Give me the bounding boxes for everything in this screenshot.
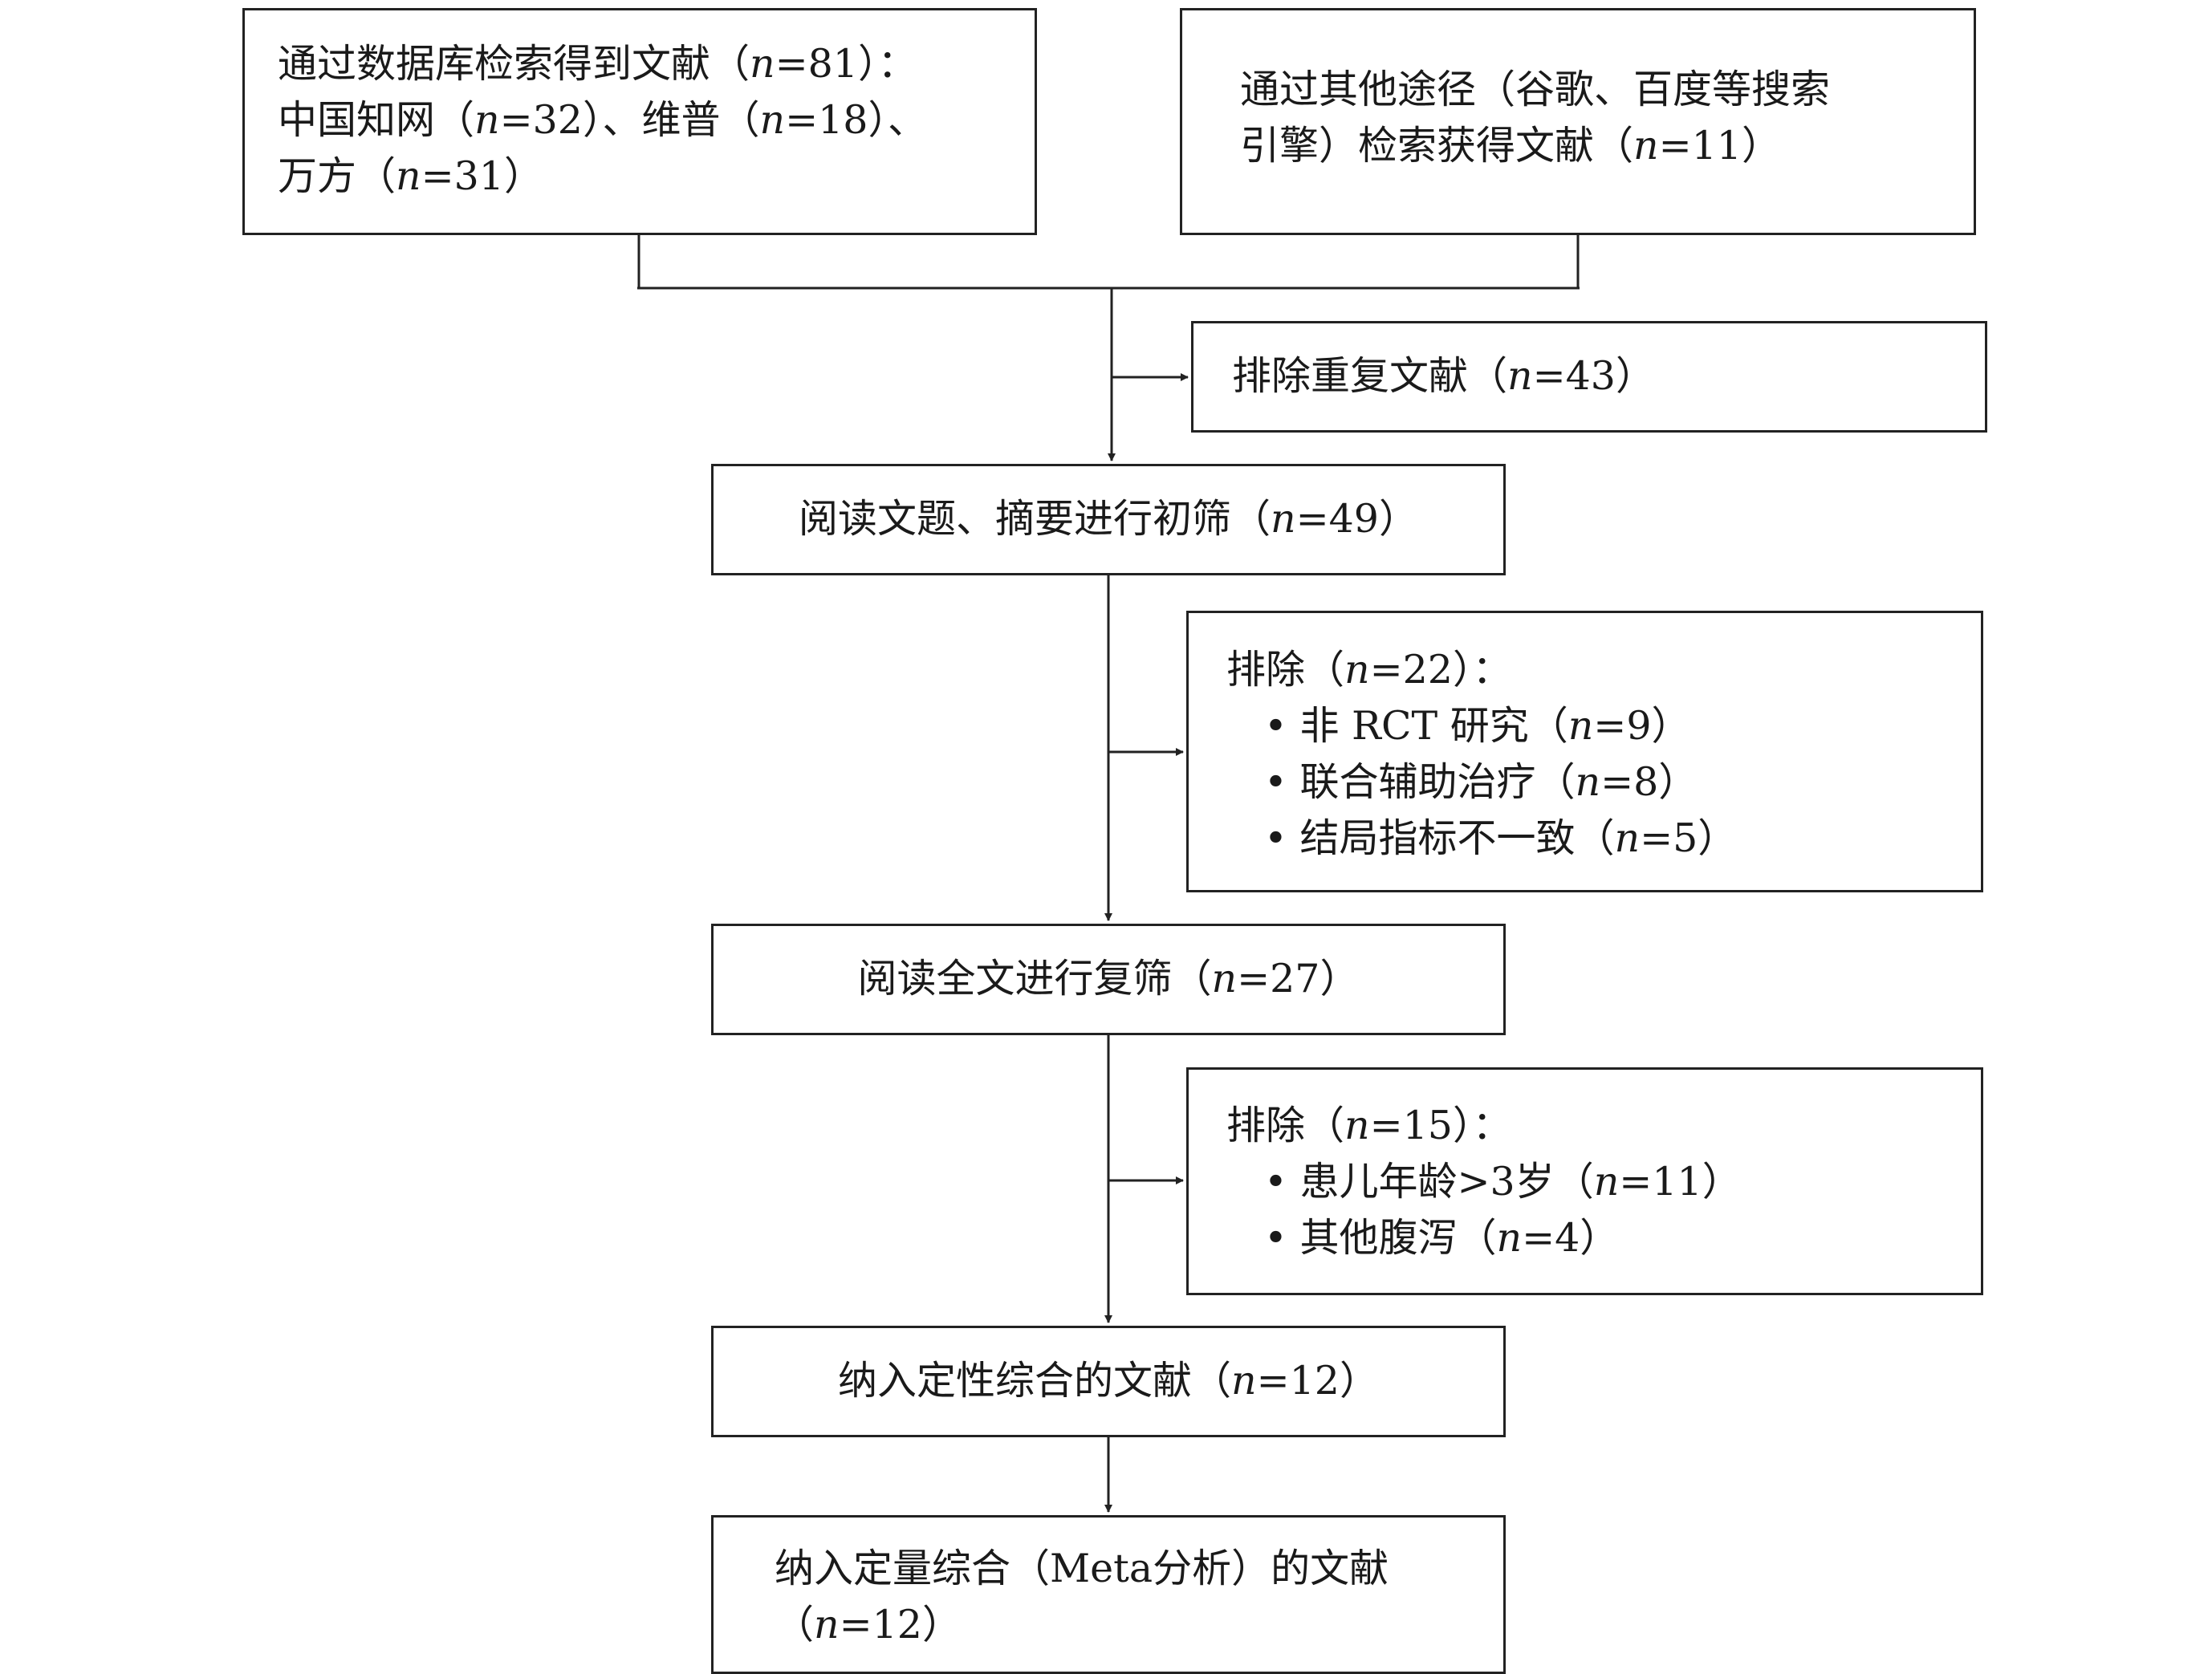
qualitative-box xyxy=(711,1326,1506,1437)
other-search-line2: 引擎）检索获得文献（n=11） xyxy=(1240,123,1781,169)
db-search-line2: 中国知网（n=32）、维普（n=18）、 xyxy=(278,97,927,143)
exclude1-box xyxy=(1186,611,1983,892)
exclude2-item-1: • 患儿年龄>3岁（n=11） xyxy=(1264,1159,1742,1205)
exclude1-item-1: • 非 RCT 研究（n=9） xyxy=(1264,703,1691,749)
db-search-box xyxy=(242,8,1037,235)
exclude2-item-2: • 其他腹泻（n=4） xyxy=(1264,1215,1620,1261)
fulltext-screen-text: 阅读全文进行复筛（n=27） xyxy=(857,956,1360,1002)
exclude2-header: 排除（n=15）： xyxy=(1226,1103,1512,1148)
exclude1-header: 排除（n=22）： xyxy=(1226,647,1512,693)
dup-exclude-box xyxy=(1191,321,1987,433)
fulltext-screen-box xyxy=(711,924,1506,1035)
exclude2-box xyxy=(1186,1067,1983,1295)
db-search-line1: 通过数据库检索得到文献（n=81）： xyxy=(278,41,917,87)
exclude1-item-3: • 结局指标不一致（n=5） xyxy=(1264,815,1738,861)
title-screen-text: 阅读文题、摘要进行初筛（n=49） xyxy=(799,496,1418,542)
exclude1-item-2: • 联合辅助治疗（n=8） xyxy=(1264,759,1698,805)
other-search-line1: 通过其他途径（谷歌、百度等搜索 xyxy=(1240,67,1831,112)
quantitative-line1: 纳入定量综合（Meta分析）的文献 xyxy=(775,1546,1389,1591)
quantitative-line2: （n=12） xyxy=(775,1602,962,1648)
dup-exclude-text: 排除重复文献（n=43） xyxy=(1232,353,1655,399)
other-search-box xyxy=(1180,8,1976,235)
db-search-line3: 万方（n=31） xyxy=(278,153,543,199)
title-screen-box xyxy=(711,464,1506,575)
qualitative-text: 纳入定性综合的文献（n=12） xyxy=(838,1358,1379,1404)
